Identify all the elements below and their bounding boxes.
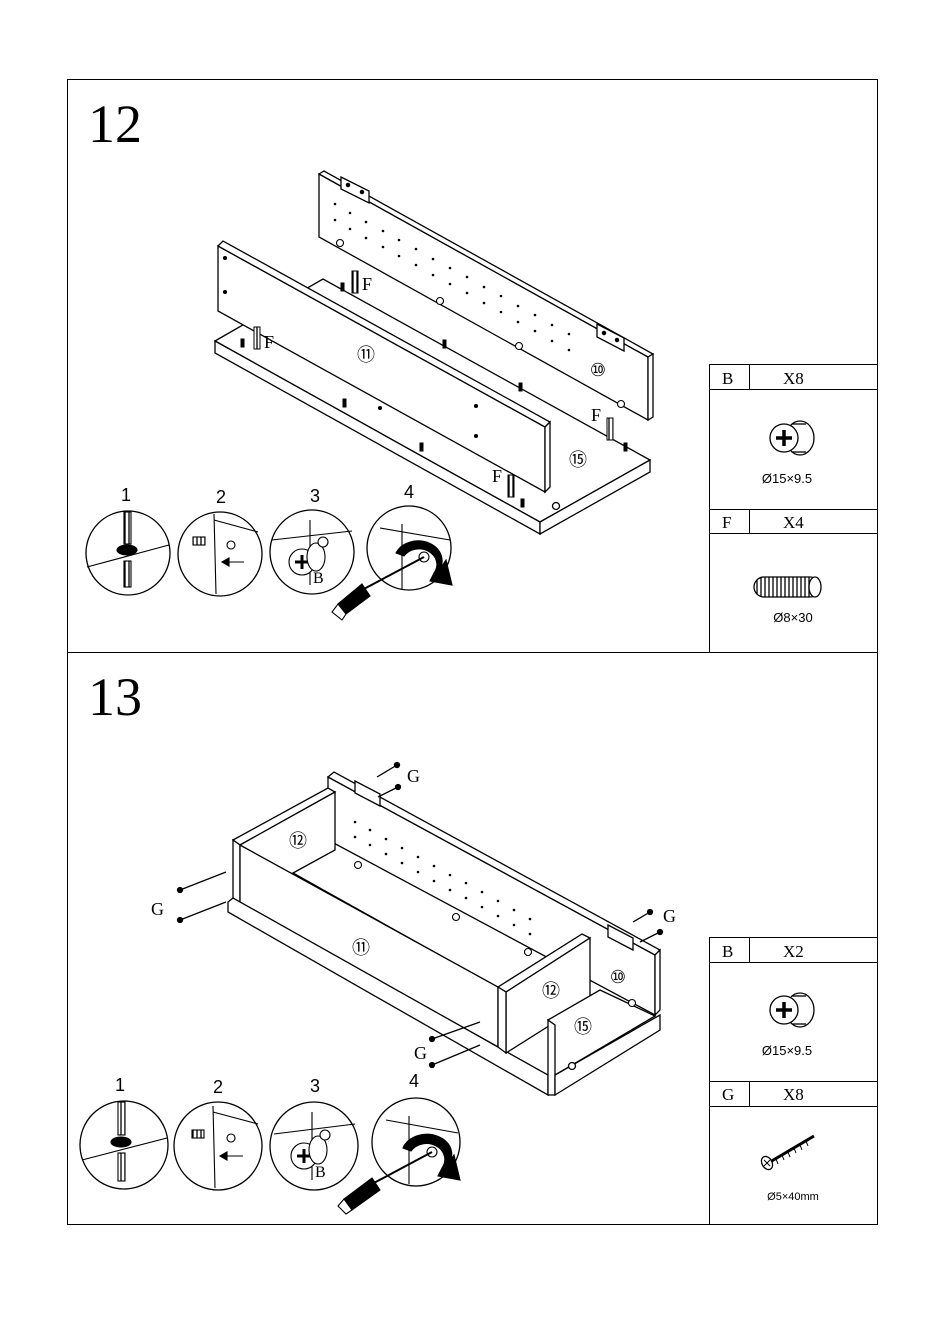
cam-lock-icon xyxy=(770,993,814,1027)
insert-label: B xyxy=(313,570,324,587)
step-13: 13 xyxy=(80,667,878,1225)
fastener-label: F xyxy=(492,466,502,486)
step-marker: 4 xyxy=(409,1071,419,1091)
fastener-label: F xyxy=(591,405,601,425)
fastener-label: G xyxy=(151,899,164,919)
part-qty: X8 xyxy=(783,369,804,388)
insert-label: B xyxy=(315,1164,326,1181)
part-label: ⑪ xyxy=(357,345,375,365)
part-code: B xyxy=(722,369,733,388)
fastener-label: F xyxy=(264,332,274,352)
fastener-label: F xyxy=(362,274,372,294)
part-label: ⑫ xyxy=(289,831,307,851)
step-12: 12 xyxy=(86,94,878,653)
part-code: F xyxy=(722,513,731,532)
part-size: Ø15×9.5 xyxy=(762,471,812,486)
part-qty: X2 xyxy=(783,942,804,961)
step-marker: 3 xyxy=(310,1076,320,1096)
part-label: ⑩ xyxy=(590,360,606,380)
fastener-label: G xyxy=(663,906,676,926)
part-qty: X4 xyxy=(783,513,804,532)
fastener-label: G xyxy=(414,1043,427,1063)
step-marker: 2 xyxy=(216,487,226,507)
wooden-dowel-icon xyxy=(754,577,821,597)
part-size: Ø8×30 xyxy=(773,610,812,625)
part-size: Ø15×9.5 xyxy=(762,1043,812,1058)
fastener-label: G xyxy=(407,766,420,786)
step-marker: 3 xyxy=(310,486,320,506)
part-code: G xyxy=(722,1085,734,1104)
parts-list-13: B X2 G X8 Ø15×9.5 Ø5×40mm xyxy=(710,938,879,1225)
step-marker: 4 xyxy=(404,482,414,502)
parts-list-12: B X8 F X4 Ø15×9.5 Ø8×30 xyxy=(710,365,879,653)
part-qty: X8 xyxy=(783,1085,804,1104)
part-label: ⑪ xyxy=(352,938,370,958)
part-label: ⑮ xyxy=(569,450,587,470)
part-label: ⑮ xyxy=(574,1017,592,1037)
step-marker: 2 xyxy=(213,1077,223,1097)
part-size: Ø5×40mm xyxy=(767,1191,819,1203)
screw-icon xyxy=(759,1136,814,1172)
cam-lock-icon xyxy=(770,421,814,455)
part-code: B xyxy=(722,942,733,961)
part-label: ⑩ xyxy=(610,967,626,987)
step-number: 13 xyxy=(88,667,142,727)
step-marker: 1 xyxy=(121,485,131,505)
step-number: 12 xyxy=(88,94,142,154)
detail-circles: 1 2 3 4 xyxy=(80,1071,460,1214)
step-marker: 1 xyxy=(115,1075,125,1095)
part-label: ⑫ xyxy=(542,981,560,1001)
detail-circles: 1 2 3 4 xyxy=(86,482,452,620)
